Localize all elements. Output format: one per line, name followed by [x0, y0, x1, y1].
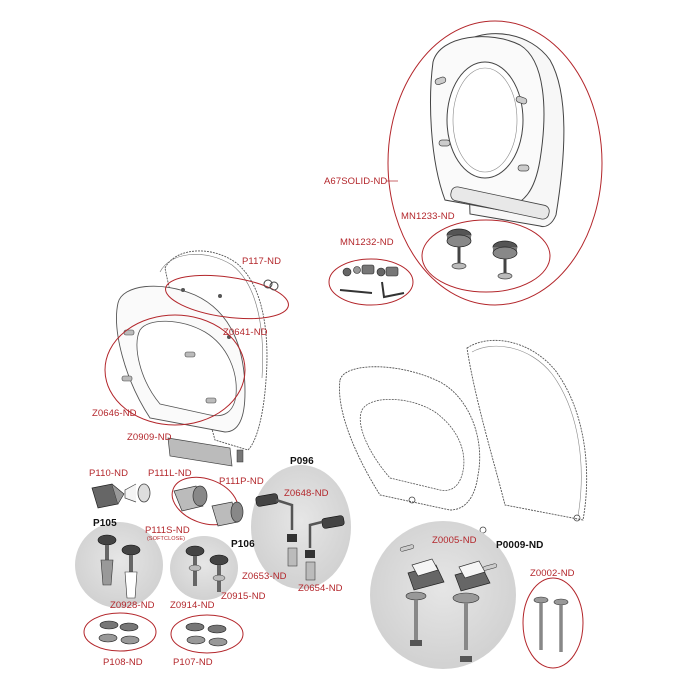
group-a67solid-seat	[328, 20, 603, 306]
label-p107: P107-ND	[173, 657, 213, 668]
bumper	[517, 164, 530, 172]
label-p117: P117-ND	[242, 256, 282, 267]
label-p111p: P111P-ND	[219, 476, 264, 487]
label-p106: P106	[231, 539, 255, 550]
group-z0002	[522, 577, 584, 669]
seat-ring	[339, 366, 481, 511]
group-background-p0009	[370, 521, 516, 669]
label-p108: P108-ND	[103, 657, 143, 668]
label-mn1232: MN1232-ND	[340, 237, 394, 248]
group-p106	[170, 536, 238, 600]
group-background-p105	[75, 522, 163, 608]
hinge-bar	[450, 186, 550, 220]
bumper	[438, 139, 451, 147]
callout-ellipse-p107	[170, 614, 244, 654]
label-z0002: Z0002-ND	[530, 568, 575, 579]
group-z0646-seat	[104, 250, 289, 467]
label-z0005: Z0005-ND	[432, 535, 477, 546]
label-z0648: Z0648-ND	[284, 488, 329, 499]
callout-ellipse-mn1232	[328, 258, 414, 306]
label-z0914: Z0914-ND	[170, 600, 215, 611]
ring-washer	[263, 279, 273, 289]
group-p108	[83, 612, 157, 652]
group-p0009-seat	[339, 339, 588, 534]
label-z0915: Z0915-ND	[221, 591, 266, 602]
callout-ellipse-z0646	[104, 314, 246, 426]
group-p107	[170, 614, 244, 654]
label-mn1233: MN1233-ND	[401, 211, 455, 222]
callout-ellipse-z0002	[522, 577, 584, 669]
bumper	[434, 76, 447, 86]
callout-ellipse-z0641	[165, 274, 289, 320]
label-p105: P105	[93, 518, 117, 529]
label-z0653: Z0653-ND	[242, 571, 287, 582]
label-z0928: Z0928-ND	[110, 600, 155, 611]
callout-ellipse-mn1233	[421, 219, 551, 293]
label-a67solid: A67SOLID-ND	[324, 176, 388, 187]
hinge-bar	[167, 437, 233, 467]
callout-ellipse-a67solid	[387, 20, 603, 306]
label-p111s: P111S-ND	[145, 525, 190, 536]
label-p096: P096	[290, 456, 314, 467]
label-softclose: (SOFTCLOSE)	[147, 536, 186, 542]
seat-lid	[466, 339, 588, 521]
callout-ellipse-p108	[83, 612, 157, 652]
label-p111l: P111L-ND	[148, 468, 192, 479]
label-z0654: Z0654-ND	[298, 583, 343, 594]
label-z0909: Z0909-ND	[127, 432, 172, 443]
group-p110-p111	[91, 476, 244, 527]
group-p105	[75, 522, 163, 608]
label-p0009: P0009-ND	[496, 540, 544, 551]
bumper	[515, 95, 528, 105]
label-p110: P110-ND	[89, 468, 129, 479]
spring-bolt	[255, 493, 279, 507]
label-z0641: Z0641-ND	[223, 327, 268, 338]
group-p096	[251, 465, 351, 589]
seat-opening	[446, 61, 524, 179]
label-z0646: Z0646-ND	[92, 408, 137, 419]
group-p0009	[370, 521, 516, 669]
